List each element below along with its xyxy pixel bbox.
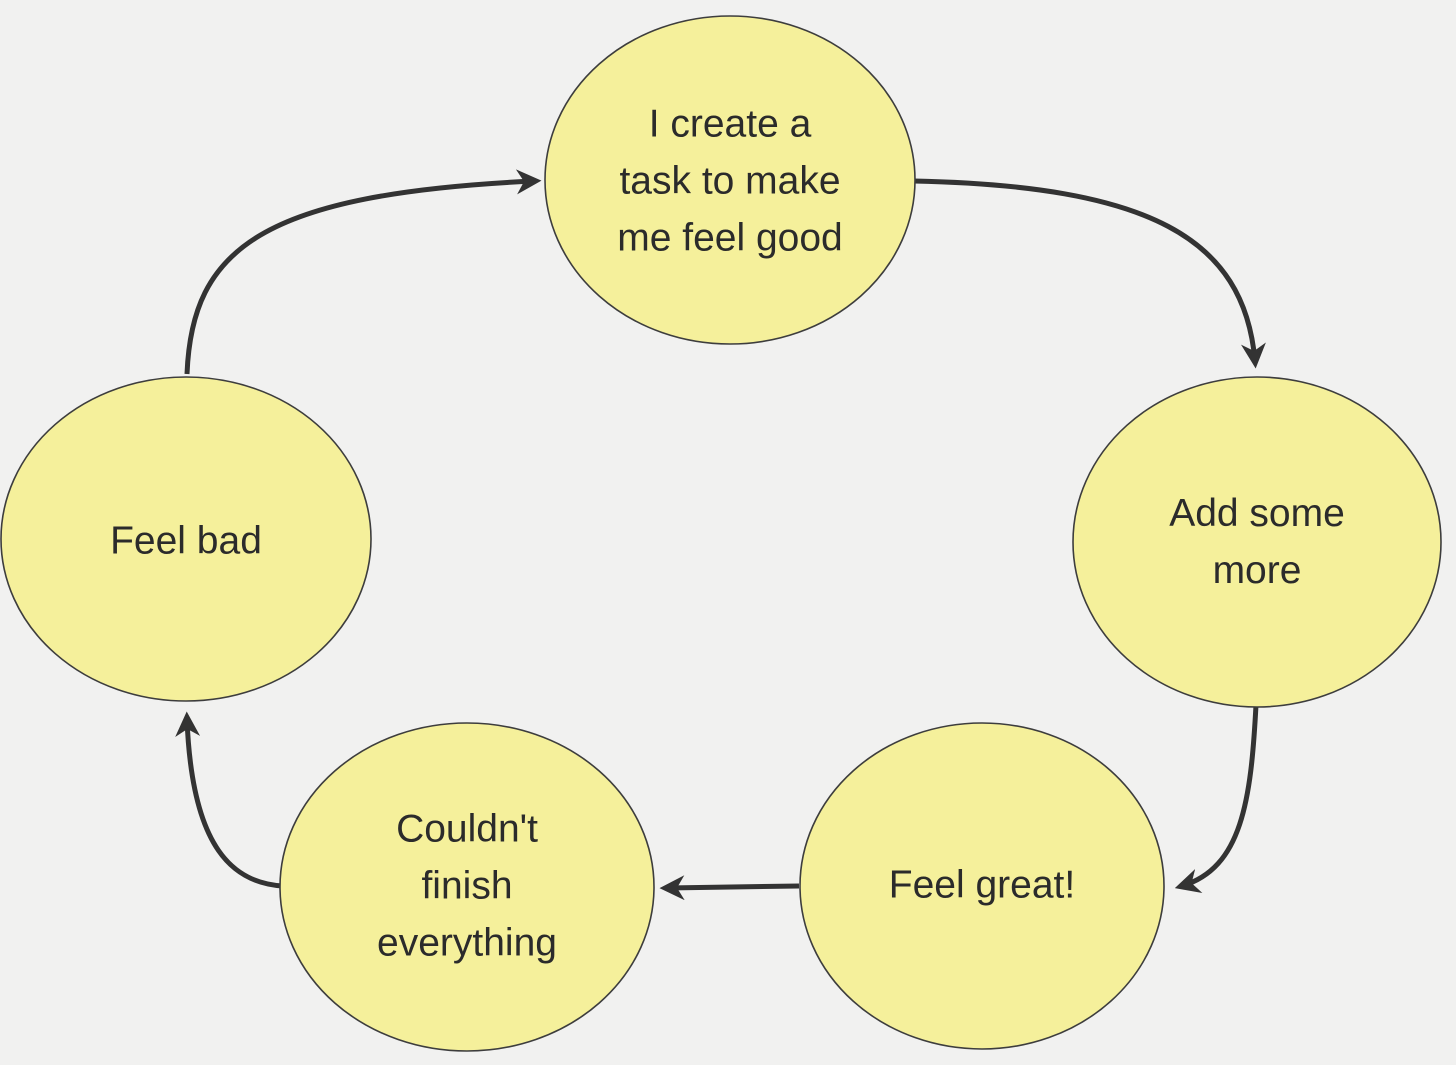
node-couldnt-finish [279,722,655,1052]
edge-add-some-more-to-feel-great [1174,704,1259,893]
node-create-task [544,15,916,345]
node-feel-bad [0,376,372,702]
nodes-group [0,15,1442,1052]
edge-feel-bad-to-create-task [184,169,542,375]
node-feel-great [799,722,1165,1050]
edges-group [175,169,1266,901]
node-add-some-more [1072,376,1442,708]
edge-couldnt-finish-to-feel-bad [175,711,284,889]
edge-feel-great-to-couldnt-finish [659,875,800,901]
edge-create-task-to-add-some-more [913,178,1266,369]
